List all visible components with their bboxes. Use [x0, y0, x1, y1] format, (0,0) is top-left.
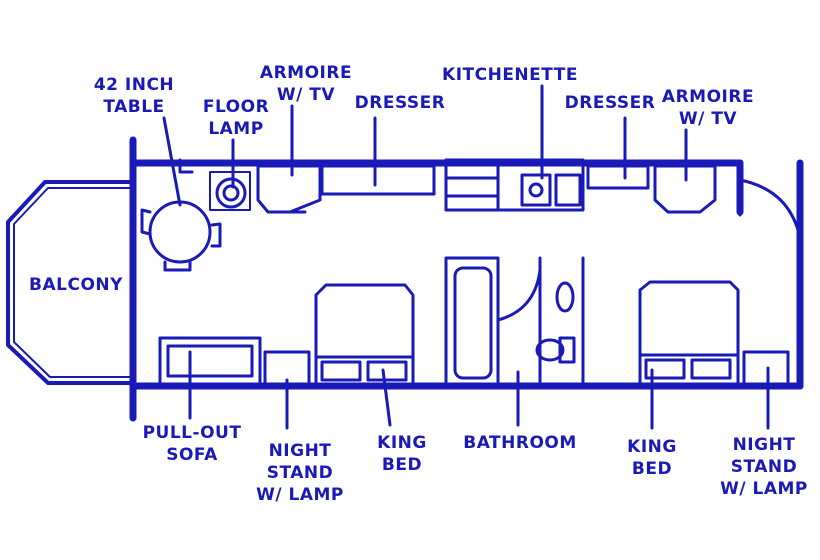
kitchenette-drawing [444, 158, 585, 212]
label-dresser-right: DRESSER [564, 93, 656, 113]
label-kitchenette: KITCHENETTE [442, 65, 578, 85]
king-bed-left-drawing [314, 283, 415, 385]
balcony-outline [6, 180, 135, 385]
floor-lamp-drawing [209, 171, 251, 211]
label-balcony: BALCONY [29, 275, 123, 295]
label-bathroom: BATHROOM [463, 433, 577, 453]
armoire-right-drawing [653, 164, 717, 214]
table-42-drawing [140, 158, 222, 272]
dresser-left-drawing [320, 164, 436, 196]
pullout-sofa-drawing [158, 336, 262, 386]
entry-door [738, 176, 802, 240]
dresser-right-drawing [586, 164, 650, 190]
bathroom-drawing [444, 256, 585, 386]
leader-lines [162, 84, 770, 430]
night-stand-right-drawing [742, 350, 790, 386]
king-bed-right-drawing [638, 280, 740, 385]
label-dresser-left: DRESSER [354, 93, 446, 113]
armoire-left-drawing [256, 164, 322, 214]
